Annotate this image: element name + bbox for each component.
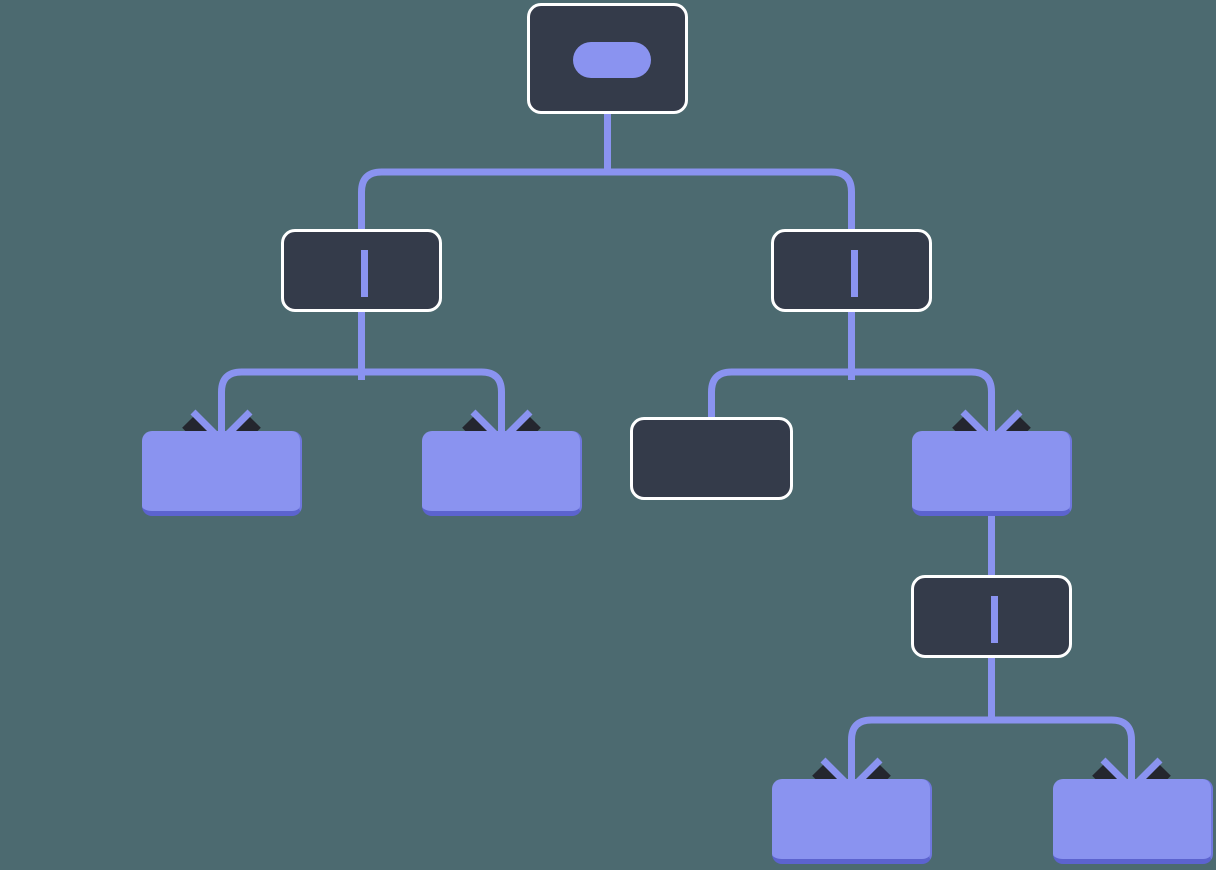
branch-right-bar-glyph xyxy=(851,250,858,297)
arrow-wing-leaf-1 xyxy=(190,409,218,437)
arrow-wing-leaf-3b xyxy=(995,409,1023,437)
arrow-wing-leaf-1b xyxy=(225,409,253,437)
arrow-wing-leaf-5b xyxy=(1135,757,1163,785)
leaf-node-4[interactable] xyxy=(772,779,932,864)
branch-node-left[interactable] xyxy=(281,229,442,312)
arrow-wing-leaf-4b xyxy=(855,757,883,785)
sub-branch-bar-glyph xyxy=(991,596,998,643)
root-node[interactable] xyxy=(527,3,688,114)
arrow-wing-leaf-2 xyxy=(470,409,498,437)
leaf-node-5[interactable] xyxy=(1053,779,1213,864)
arrow-wing-leaf-2b xyxy=(505,409,533,437)
root-pill-glyph xyxy=(573,42,651,78)
edge-bus-level-1 xyxy=(358,168,855,240)
leaf-node-1[interactable] xyxy=(142,431,302,516)
edge-bus-level-2-left xyxy=(218,368,505,440)
leaf-node-2[interactable] xyxy=(422,431,582,516)
branch-left-bar-glyph xyxy=(361,250,368,297)
terminal-node-dark[interactable] xyxy=(630,417,793,500)
edge-bus-level-4 xyxy=(848,716,1135,788)
branch-node-right[interactable] xyxy=(771,229,932,312)
sub-branch-node[interactable] xyxy=(911,575,1072,658)
arrow-wing-leaf-3 xyxy=(960,409,988,437)
arrow-wing-leaf-5 xyxy=(1100,757,1128,785)
arrow-wing-leaf-4 xyxy=(820,757,848,785)
leaf-node-3[interactable] xyxy=(912,431,1072,516)
edge-bus-level-2-right xyxy=(708,368,995,440)
